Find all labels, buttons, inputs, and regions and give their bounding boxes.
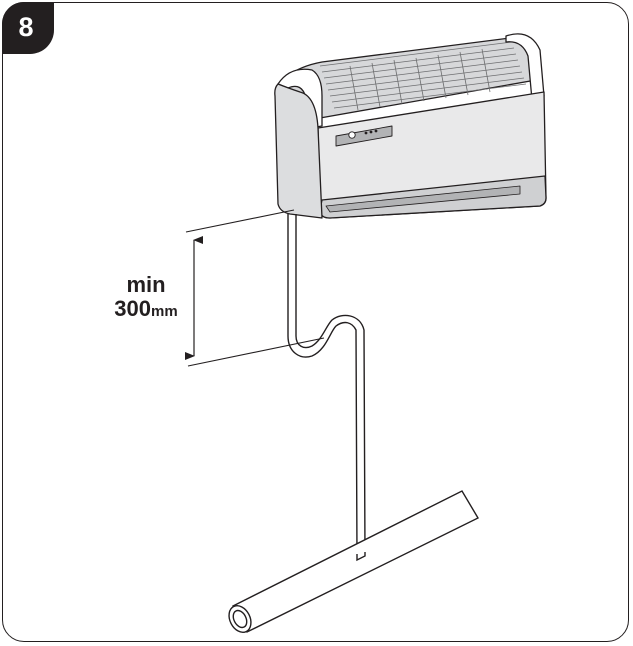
- dimension-unit: mm: [151, 303, 178, 320]
- drain-hose-trap-illustration: [287, 214, 366, 559]
- dimension-prefix: min: [126, 272, 166, 297]
- drain-pipe-illustration: [228, 490, 479, 633]
- air-conditioner-unit-illustration: [274, 33, 547, 219]
- step-number-badge: 8: [2, 2, 54, 54]
- dimension-arrow-icon: [185, 209, 325, 367]
- step-number: 8: [18, 11, 34, 42]
- dimension-value: 300: [114, 296, 152, 321]
